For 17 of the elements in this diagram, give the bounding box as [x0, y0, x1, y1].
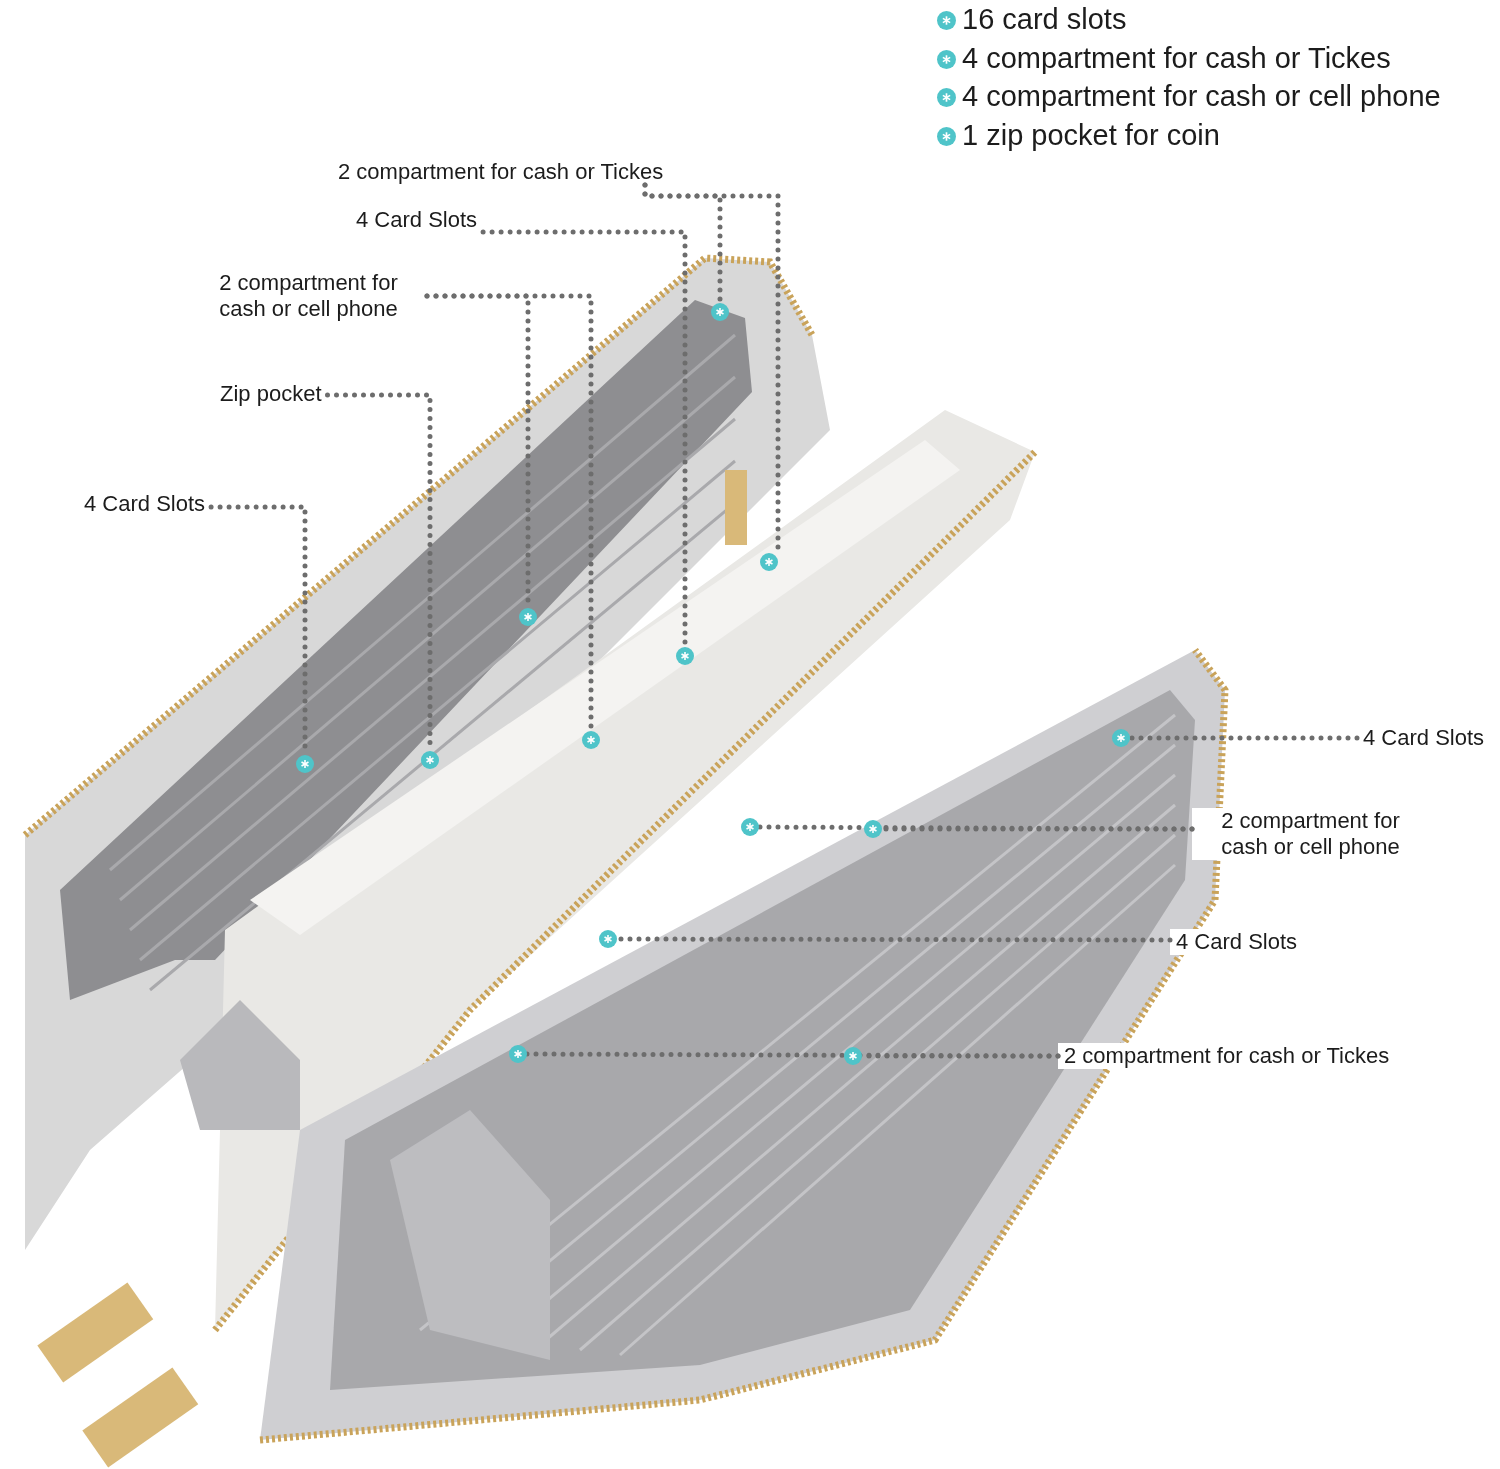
callout-dot	[582, 731, 600, 749]
callout-dot	[421, 751, 439, 769]
callout-dot	[509, 1045, 527, 1063]
callout-dot	[676, 647, 694, 665]
feature-text: 4 compartment for cash or cell phone	[962, 79, 1441, 113]
feature-text: 1 zip pocket for coin	[962, 117, 1220, 152]
feature-text: 4 compartment for cash or Tickes	[962, 40, 1391, 75]
callout-dot	[760, 553, 778, 571]
callout-dot	[296, 755, 314, 773]
callout-dot	[864, 820, 882, 838]
callout-dot	[741, 818, 759, 836]
callout-dot	[519, 608, 537, 626]
callout-dot	[711, 303, 729, 321]
callout-dot	[1112, 729, 1130, 747]
callout-dot	[844, 1047, 862, 1065]
feature-text: 16 card slots	[962, 2, 1127, 36]
callout-dot	[599, 930, 617, 948]
